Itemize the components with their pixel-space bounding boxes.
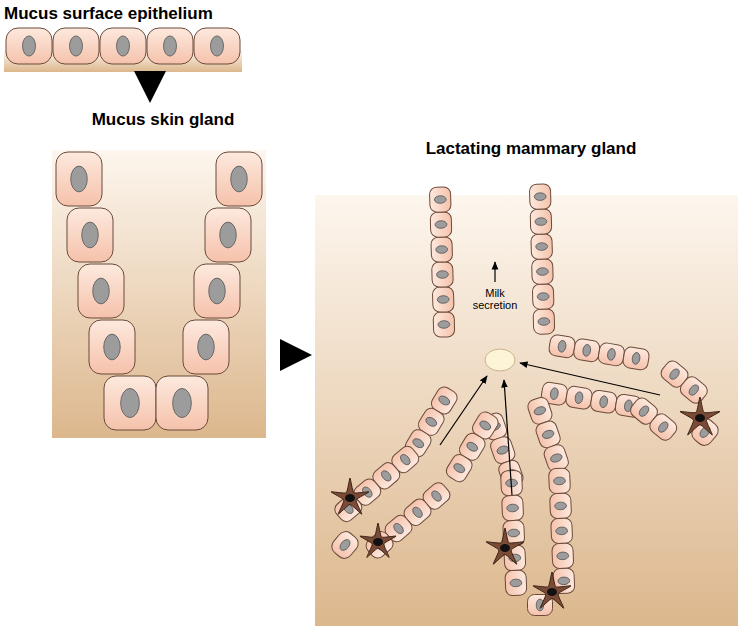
myoepithelial-cell bbox=[486, 528, 524, 564]
cell bbox=[156, 376, 208, 430]
myoepithelial-cells bbox=[331, 397, 720, 608]
cell bbox=[89, 320, 135, 374]
flow-arrow bbox=[520, 363, 660, 395]
cell bbox=[444, 452, 475, 484]
milk-droplet bbox=[485, 349, 515, 371]
cell bbox=[432, 262, 454, 288]
cell bbox=[530, 209, 552, 235]
cell bbox=[6, 28, 52, 64]
cell bbox=[622, 346, 650, 371]
annotation-text: Milk secretion bbox=[465, 287, 525, 311]
cell bbox=[104, 376, 156, 430]
cell bbox=[597, 342, 625, 367]
cell bbox=[429, 187, 451, 213]
cell bbox=[550, 493, 572, 519]
cell bbox=[430, 212, 452, 238]
cell bbox=[565, 385, 593, 410]
cell bbox=[194, 264, 240, 318]
cell bbox=[53, 28, 99, 64]
flow-arrows bbox=[440, 262, 660, 495]
cell bbox=[431, 237, 453, 263]
panel-heading: Mucus skin gland bbox=[48, 106, 278, 130]
epithelium-cells bbox=[6, 28, 240, 64]
cell bbox=[647, 411, 680, 443]
cell bbox=[216, 152, 262, 206]
cell bbox=[532, 284, 554, 310]
cell bbox=[433, 312, 455, 338]
cell bbox=[432, 287, 454, 313]
cell bbox=[677, 374, 710, 406]
mammary-cells bbox=[329, 184, 722, 616]
flow-arrow bbox=[504, 380, 512, 495]
cell bbox=[552, 543, 574, 569]
panel-heading: Mucus surface epithelium bbox=[0, 0, 253, 24]
panel-node: Mucus surface epithelium bbox=[0, 0, 253, 70]
panel-node: Mucus skin gland bbox=[48, 106, 278, 440]
gland-cells bbox=[56, 152, 262, 430]
cell bbox=[590, 389, 618, 414]
cell bbox=[532, 259, 554, 285]
cell bbox=[183, 320, 229, 374]
cell bbox=[67, 208, 113, 262]
cell bbox=[502, 495, 524, 521]
gland-ground bbox=[52, 150, 266, 438]
cell bbox=[551, 518, 573, 544]
cell bbox=[147, 28, 193, 64]
block-arrow bbox=[281, 348, 294, 362]
cell bbox=[329, 528, 362, 561]
cell bbox=[194, 28, 240, 64]
flow-arrow bbox=[440, 376, 487, 445]
panel-heading: Lactating mammary gland bbox=[315, 135, 739, 159]
cell bbox=[505, 570, 527, 596]
cell bbox=[548, 334, 576, 359]
myoepithelial-cell bbox=[331, 478, 369, 514]
cell bbox=[529, 184, 551, 210]
mammary-ground bbox=[315, 195, 738, 626]
myoepithelial-cell bbox=[360, 523, 396, 557]
cell bbox=[548, 468, 570, 494]
myoepithelial-cell bbox=[680, 397, 720, 435]
panel-node: Lactating mammary glandMilk secretion bbox=[315, 135, 739, 630]
cell bbox=[100, 28, 146, 64]
cell bbox=[573, 338, 601, 363]
flow-arrow bbox=[494, 262, 495, 282]
cell bbox=[78, 264, 124, 318]
block-arrow bbox=[143, 73, 157, 85]
cell bbox=[533, 309, 555, 335]
cell bbox=[531, 234, 553, 260]
cell bbox=[56, 152, 102, 206]
cell bbox=[205, 208, 251, 262]
myoepithelial-cell bbox=[533, 572, 571, 608]
